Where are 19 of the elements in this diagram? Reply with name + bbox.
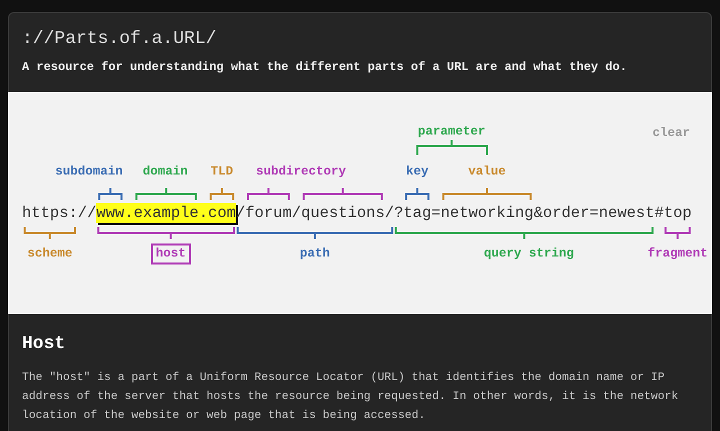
url-text: https:// <box>22 203 96 223</box>
part-label: query string <box>484 246 574 263</box>
section-heading: Host <box>22 333 66 356</box>
highlighted-url-text: www.example.com <box>96 203 236 223</box>
part-label: path <box>300 246 330 263</box>
part-label: scheme <box>27 246 72 263</box>
part-label: subdomain <box>55 164 123 181</box>
part-label: TLD <box>210 164 234 181</box>
clear-link: clear <box>652 125 690 142</box>
part-label: key <box>406 164 428 181</box>
description-paragraph: The "host" is a part of a Uniform Resource Locator (URL) that identifies the domain name or IP address of the server that hosts the resource being requested. In other words, it is the network location of the website or web page that is being accessed. <box>22 370 680 424</box>
part-label: parameter <box>418 124 486 141</box>
part-label: subdirectory <box>256 164 346 181</box>
subtitle: A resource for understanding what the different parts of a URL are and what they do. <box>22 59 627 76</box>
part-label: value <box>468 164 506 181</box>
part-label: fragment <box>648 246 708 263</box>
selected-part-label: host <box>150 244 191 264</box>
part-label: domain <box>142 164 188 181</box>
page-title: ://Parts.of.a.URL/ <box>22 28 216 51</box>
